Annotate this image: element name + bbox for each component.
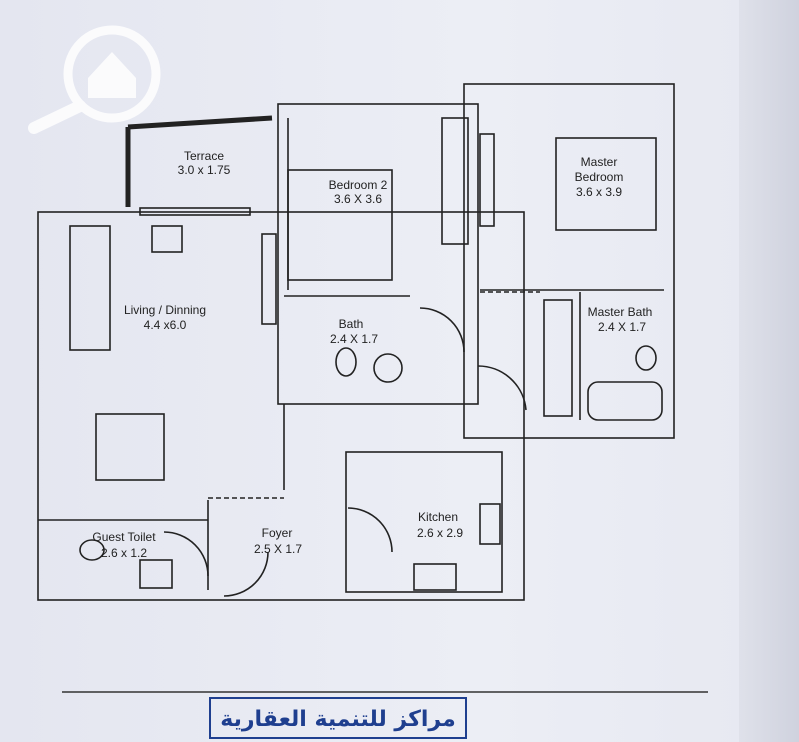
master-bath-name: Master Bath	[588, 305, 653, 319]
guest-toilet-fixture	[79, 539, 105, 561]
master-bath-size: 2.4 X 1.7	[598, 320, 646, 334]
outer-wall	[37, 211, 525, 601]
master-bedroom-wall	[463, 83, 675, 439]
house-watermark-icon	[28, 25, 161, 134]
bath-name: Bath	[339, 317, 364, 331]
guest-sink	[139, 559, 173, 589]
dining-table	[95, 413, 165, 481]
bedroom2-name: Bedroom 2	[329, 178, 388, 192]
armchair	[151, 225, 183, 253]
master-window	[479, 133, 495, 227]
master-wardrobe	[543, 299, 573, 417]
foyer-size: 2.5 X 1.7	[254, 542, 302, 556]
foyer-name: Foyer	[262, 526, 293, 540]
master-bedroom-name-1: Master	[581, 155, 618, 169]
living-size: 4.4 x6.0	[144, 318, 187, 332]
master-bathtub	[587, 381, 663, 421]
living-name: Living / Dinning	[124, 303, 206, 317]
bath-size: 2.4 X 1.7	[330, 332, 378, 346]
guest-toilet-size: 2.6 x 1.2	[101, 546, 147, 560]
bedroom2-wall	[277, 103, 479, 405]
terrace-name: Terrace	[184, 149, 224, 163]
company-stamp: مراكز للتنمية العقارية	[220, 707, 456, 732]
master-bedroom-size: 3.6 x 3.9	[576, 185, 622, 199]
master-toilet	[635, 345, 657, 371]
foyer-door-swing	[223, 551, 269, 597]
bath-toilet	[335, 347, 357, 377]
terrace-window	[139, 207, 251, 216]
kitchen-door-swing	[347, 507, 393, 553]
bedroom2-bed	[287, 169, 393, 281]
bath-door-swing	[419, 307, 465, 353]
sofa	[69, 225, 111, 351]
stove	[413, 563, 457, 591]
company-stamp-border	[209, 697, 467, 739]
page-edge-shadow	[739, 0, 799, 742]
toilet-door-swing	[163, 531, 209, 577]
kitchen-wall	[345, 451, 503, 593]
hall-door-swing	[477, 365, 527, 411]
master-bedroom-name-2: Bedroom	[575, 170, 624, 184]
kitchen-name: Kitchen	[418, 510, 458, 524]
bedroom2-wardrobe	[441, 117, 469, 245]
guest-toilet-name: Guest Toilet	[92, 530, 156, 544]
washing-machine	[373, 353, 403, 383]
bedroom2-size: 3.6 X 3.6	[334, 192, 382, 206]
kitchen-sink	[479, 503, 501, 545]
master-bed	[555, 137, 657, 231]
kitchen-size: 2.6 x 2.9	[417, 526, 463, 540]
living-window	[261, 233, 277, 325]
terrace-size: 3.0 x 1.75	[178, 163, 231, 177]
terrace-railing-top	[127, 115, 273, 130]
